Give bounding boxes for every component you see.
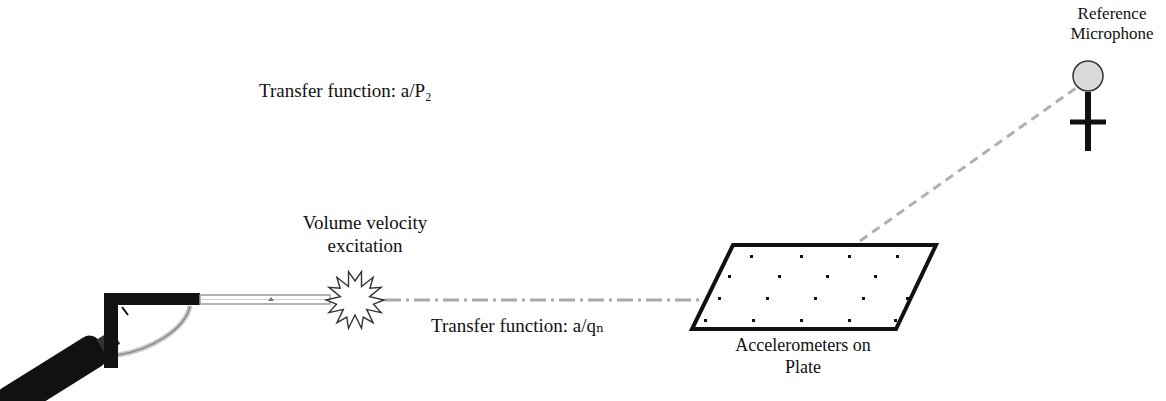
trigger xyxy=(122,307,128,315)
mic-head xyxy=(1073,61,1103,91)
accelerometer-dot xyxy=(896,255,899,258)
accelerometer-dot xyxy=(800,255,803,258)
mic-stand-bar xyxy=(1070,120,1106,125)
accelerometer-dot xyxy=(728,275,731,278)
transfer-function-label: Transfer function: a/P₂ xyxy=(256,80,435,102)
star-shape xyxy=(325,270,385,330)
accelerometer-dot xyxy=(718,297,721,300)
microphone-node: Reference Microphone xyxy=(1040,4,1162,45)
accelerometer-dot xyxy=(814,297,817,300)
plate-outline xyxy=(692,245,936,329)
accelerometer-dot xyxy=(704,319,707,322)
tube-marker xyxy=(268,297,274,301)
burst-symbol xyxy=(326,272,384,329)
accelerometer-dot xyxy=(750,255,753,258)
accelerometer-dot xyxy=(752,319,755,322)
hose-core xyxy=(118,306,190,355)
accelerometer-dot xyxy=(906,297,909,300)
node-label: Reference Microphone xyxy=(1062,4,1162,45)
plate-node: Accelerometers on Plate xyxy=(688,241,944,378)
accelerometer-dot xyxy=(778,275,781,278)
node-label: Volume velocity excitation xyxy=(300,212,430,258)
accelerometer-dot xyxy=(874,275,877,278)
mic-shape xyxy=(1060,56,1116,152)
transfer-function-label: Transfer function: a/qₙ xyxy=(428,314,607,337)
transfer-path xyxy=(860,88,1076,241)
plate-shape xyxy=(688,241,940,333)
tube-bore xyxy=(200,299,330,300)
accelerometer-dot xyxy=(894,319,897,322)
accelerometer-dot xyxy=(862,297,865,300)
accelerometer-dot xyxy=(826,275,829,278)
node-label: Accelerometers on Plate xyxy=(728,335,878,378)
excitation-node: Volume velocity excitation xyxy=(290,212,440,258)
valve-bar xyxy=(104,293,200,305)
accelerometer-dot xyxy=(800,319,803,322)
hose xyxy=(118,306,190,355)
tube xyxy=(200,295,330,304)
accelerometer-dot xyxy=(848,319,851,322)
accelerometer-dot xyxy=(766,297,769,300)
transfer-path xyxy=(385,299,704,302)
accelerometer-dot xyxy=(920,275,923,278)
accelerometer-dot xyxy=(848,255,851,258)
